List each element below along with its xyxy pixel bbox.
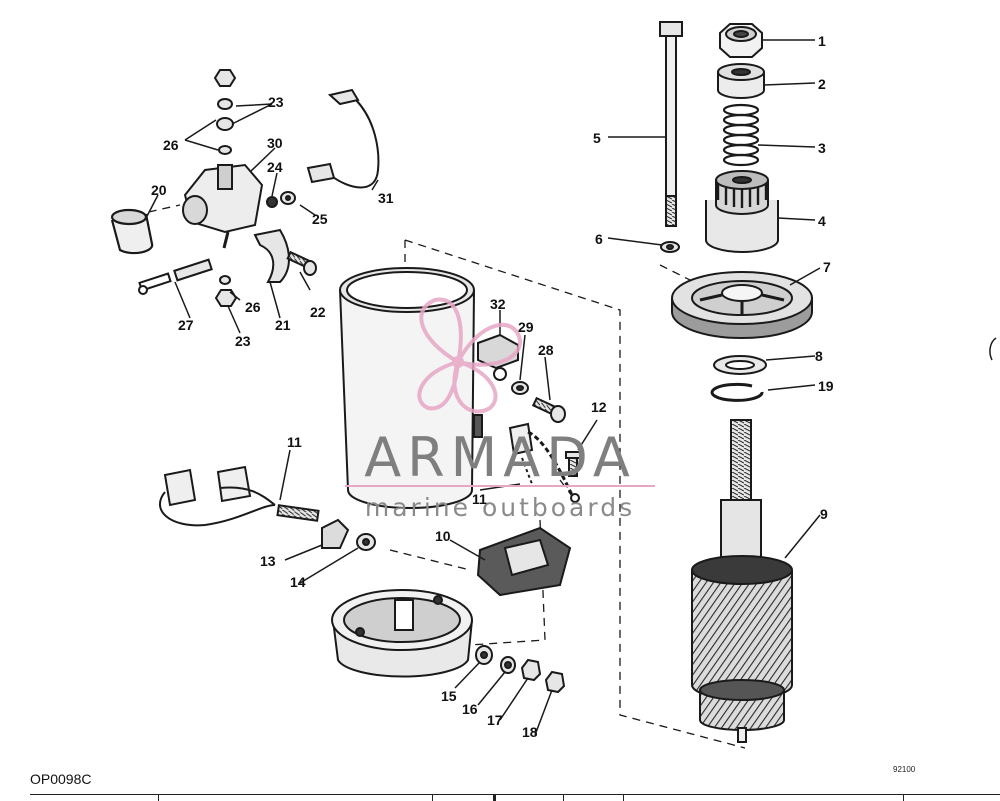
label-2: 2 [818,76,826,92]
label-18: 18 [522,724,538,740]
part-5-through-bolt [659,21,683,227]
label-5: 5 [593,130,601,146]
part-3-spring [722,103,760,167]
part-14-insulator-washer [356,533,376,551]
leader-lines [144,39,821,736]
label-20: 20 [151,182,167,198]
part-2-spacer [717,63,765,99]
bottom-table-rule [30,794,1000,795]
part-21-bracket [253,228,290,283]
part-12-screw [565,451,581,477]
watermark-brand: ARMADA [364,426,636,489]
label-15: 15 [441,688,457,704]
part-27-plunger [138,258,213,295]
table-divider [623,794,624,801]
label-27: 27 [178,317,194,333]
table-divider [903,794,904,801]
part-11-brush-set-right [508,422,580,503]
part-callouts: 1 2 3 4 5 6 7 8 9 10 11 11 12 13 14 15 1… [151,33,834,740]
table-divider [432,794,433,801]
part-15-washer [475,645,493,665]
part-8-thrust-washer [713,355,767,375]
label-22: 22 [310,304,326,320]
part-23-nut-top [213,69,237,87]
part-26-washer-bottom [219,275,231,285]
label-25: 25 [312,211,328,227]
label-26-bottom: 26 [245,299,261,315]
label-10: 10 [435,528,451,544]
part-4-drive-pinion [705,170,779,253]
label-31: 31 [378,190,394,206]
part-19-retaining-ring [710,382,764,402]
label-23-top: 23 [268,94,284,110]
label-30: 30 [267,135,283,151]
label-16: 16 [462,701,478,717]
part-7-drive-end-frame [671,271,813,339]
part-16-lockwasher [500,656,516,674]
label-28: 28 [538,342,554,358]
label-23-bottom: 23 [235,333,251,349]
part-18-nut [544,670,566,694]
part-9-armature [691,419,793,743]
label-11-right: 11 [472,491,487,507]
label-3: 3 [818,140,826,156]
label-8: 8 [815,348,823,364]
watermark-tagline: marine outboards [365,493,635,522]
label-14: 14 [290,574,306,590]
label-12: 12 [591,399,607,415]
label-29: 29 [518,319,534,335]
label-11-left: 11 [287,434,302,450]
part-17-nut [520,658,542,682]
label-19: 19 [818,378,834,394]
label-24: 24 [267,159,283,175]
part-1-nut [719,23,763,58]
document-code: OP0098C [30,771,92,787]
part-29-lockwasher [511,381,529,395]
table-divider [158,794,159,801]
label-26-top: 26 [163,137,179,153]
part-28-screw [531,396,566,423]
label-1: 1 [818,33,826,49]
label-13: 13 [260,553,276,569]
edge-arc-fragment [989,337,997,361]
label-9: 9 [820,506,828,522]
part-6-washer [660,241,680,253]
label-7: 7 [823,259,831,275]
part-23-nut-bottom [214,289,238,307]
part-11-brush-set-left [159,465,320,527]
label-6: 6 [595,231,603,247]
part-31-cable [306,88,380,189]
small-figure-code: 92100 [893,765,916,774]
part-30-solenoid [182,163,264,249]
part-10-brush-plate [476,526,572,597]
label-4: 4 [818,213,826,229]
part-25-nut [280,191,296,205]
part-26-washer-top [216,98,234,155]
part-13-terminal [321,518,350,549]
label-17: 17 [487,712,503,728]
part-24-lockwasher [266,196,278,208]
part-22-screw [286,250,317,276]
label-21: 21 [275,317,291,333]
table-divider [563,794,564,801]
watermark-text: ARMADA marine outboards [345,426,655,522]
watermark-logo [417,297,523,414]
commutator-end-head [331,589,473,678]
table-divider [493,794,496,801]
label-32: 32 [490,296,506,312]
part-20-boot [110,208,154,255]
